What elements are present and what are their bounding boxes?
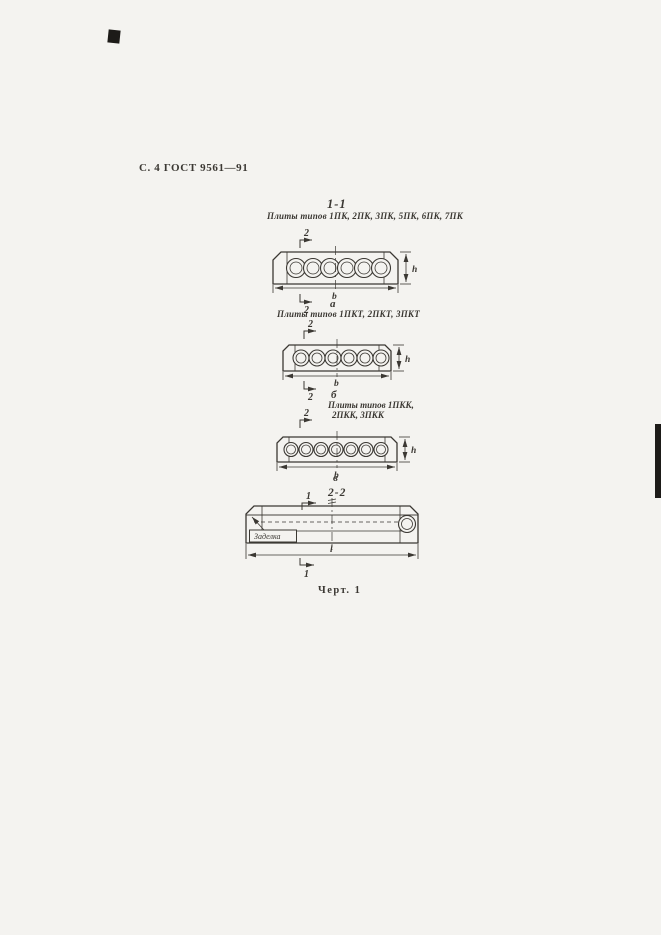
section-2-2-label: 2-2 — [327, 487, 346, 499]
cut-mark-label: 2 — [303, 408, 309, 419]
dim-b-label: b — [334, 471, 339, 481]
longitudinal-section-drawing: 2-2 1 Заделка — [245, 487, 419, 580]
dim-h-label: h — [412, 265, 417, 275]
dimension-b: b — [282, 372, 392, 389]
cross-section-drawing-a: 2 h b 2 — [272, 228, 417, 316]
cut-flag-bottom: 2 — [299, 294, 312, 316]
scan-artifact — [655, 424, 661, 498]
cut-mark-label: 1 — [304, 569, 309, 580]
slab-side-view — [245, 505, 419, 544]
cut-mark-label: 2 — [307, 319, 313, 330]
cut-flag-bottom: 2 — [303, 381, 316, 403]
end-void-circle — [397, 514, 417, 534]
drawing-c-title: Плиты типов 1ПКК, 2ПКК, 3ПКК — [328, 400, 414, 420]
cut-mark-label: 2 — [303, 228, 309, 239]
embedment-label: Заделка — [254, 532, 281, 541]
cut-flag-top: 2 — [299, 408, 312, 428]
void-circles — [285, 257, 392, 279]
cut-flag-top: 2 — [303, 319, 316, 339]
scan-artifact — [107, 29, 121, 44]
drawing-a-title: Плиты типов 1ПК, 2ПК, 3ПК, 5ПК, 6ПК, 7ПК — [267, 211, 464, 221]
dim-b-label: b — [332, 292, 337, 302]
dim-b-label: b — [334, 379, 339, 389]
dimension-b: b — [272, 285, 399, 302]
cut-mark-label: 1 — [306, 491, 311, 502]
dim-l-label: l — [330, 545, 333, 555]
cut-flag-bottom: 1 — [299, 558, 314, 580]
dimension-h: h — [393, 344, 410, 372]
dimension-h: h — [399, 436, 416, 463]
cross-section-drawing-b: 2 h b 2 — [282, 319, 410, 403]
dimension-b: b — [276, 463, 398, 481]
cross-section-drawing-c: 2 h b — [276, 408, 416, 481]
drawing-a-sublabel: а — [330, 298, 336, 310]
void-circles — [292, 349, 390, 367]
drawing-c-sublabel: в — [333, 472, 338, 484]
section-1-1-label: 1-1 — [327, 197, 347, 211]
page-header: С. 4 ГОСТ 9561—91 — [139, 162, 249, 174]
figure-caption: Черт. 1 — [318, 585, 362, 596]
drawing-b-title: Плиты типов 1ПКТ, 2ПКТ, 3ПКТ — [277, 309, 420, 319]
embedment-label-box — [249, 529, 297, 543]
drawing-c-title-line2: 2ПКК, 3ПКК — [332, 410, 384, 420]
drawing-c-title-line1: Плиты типов 1ПКК, — [328, 400, 414, 410]
dimension-h: h — [400, 251, 417, 285]
void-circles — [283, 441, 389, 458]
cut-flag-top: 1 — [301, 491, 316, 510]
cut-mark-label: 2 — [307, 392, 313, 403]
embedment-callout: Заделка — [249, 516, 297, 543]
dimension-l: l — [245, 544, 419, 559]
cut-flag-top: 2 — [299, 228, 312, 248]
center-axis-mark — [327, 498, 337, 550]
hatch-left — [272, 251, 288, 285]
dim-h-label: h — [411, 446, 416, 456]
dim-h-label: h — [405, 355, 410, 365]
cut-mark-label: 2 — [303, 305, 309, 316]
drawing-b-sublabel: б — [331, 389, 337, 401]
slab-outline — [245, 505, 419, 544]
